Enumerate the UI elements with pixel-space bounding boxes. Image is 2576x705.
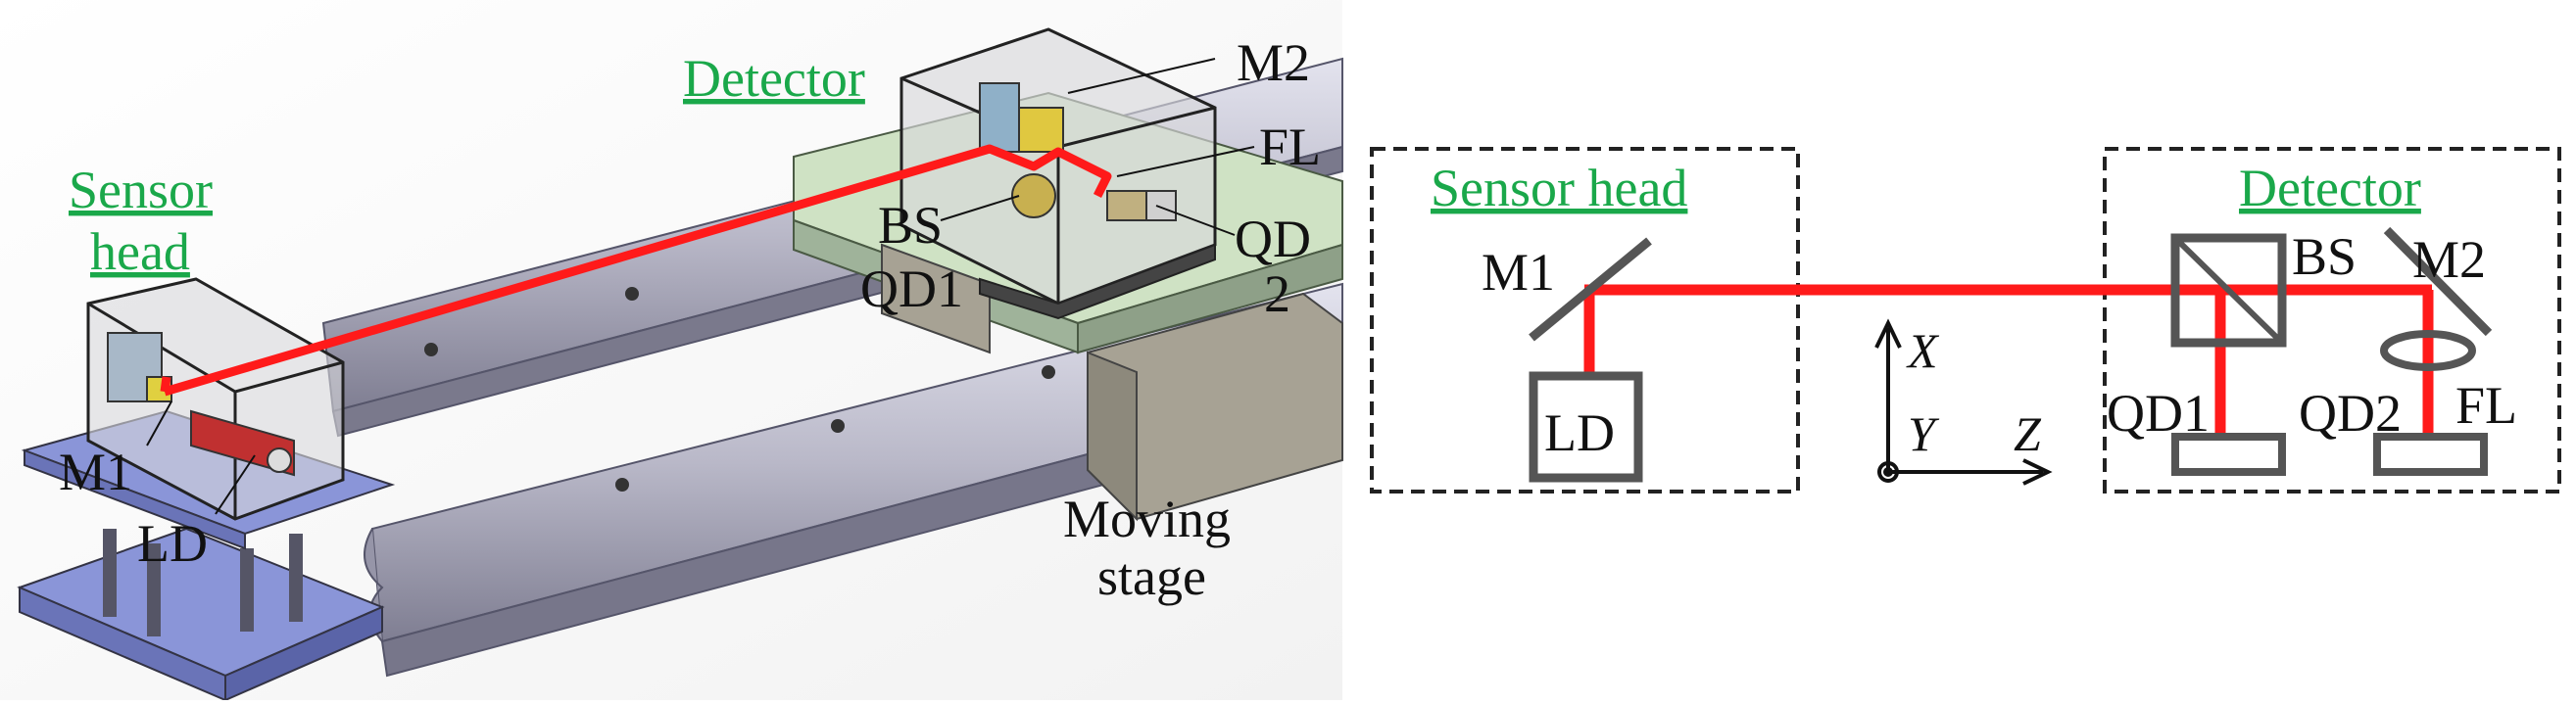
label-bs-3d: BS	[878, 196, 943, 255]
coordinate-axes	[1874, 318, 2053, 486]
label-qd2-line2-3d: 2	[1264, 264, 1290, 323]
sensor-head-base	[17, 409, 396, 702]
laser-beam-3d	[160, 144, 1112, 397]
label-m2-3d: M2	[1237, 33, 1310, 92]
label-m2-schematic: M2	[2412, 230, 2486, 289]
right-panel-schematic: Sensor head Detector M1 LD BS M2 FL	[1370, 147, 2561, 494]
label-ld-3d: LD	[137, 514, 208, 573]
quadrant-detector-qd1-icon	[2171, 433, 2286, 476]
label-qd1-3d: QD1	[860, 259, 963, 318]
label-moving-line2: stage	[1097, 547, 1206, 606]
label-bs-schematic: BS	[2292, 227, 2357, 286]
label-sensor-head-line1: Sensor	[69, 161, 213, 219]
sensor-head-box	[86, 277, 345, 521]
detector-box	[899, 27, 1217, 320]
label-ld-schematic: LD	[1544, 403, 1615, 462]
beam-splitter-icon	[2170, 233, 2287, 348]
label-moving-line1: Moving	[1063, 490, 1231, 548]
mirror-m1-icon	[1529, 237, 1652, 342]
leader-lines	[146, 58, 1255, 515]
label-sensor-head-line2: head	[90, 222, 190, 281]
label-fl-schematic: FL	[2455, 376, 2517, 435]
label-qd1-schematic: QD1	[2107, 384, 2210, 443]
lens-fl-icon	[2380, 330, 2476, 371]
label-fl-3d: FL	[1259, 118, 1321, 176]
sensor-head-frame	[1370, 147, 1800, 494]
mirror-m2-icon	[2383, 226, 2493, 337]
label-m1-3d: M1	[59, 443, 132, 501]
sensor-head-title: Sensor head	[1431, 159, 1687, 217]
detector-frame	[2103, 147, 2561, 494]
label-detector-3d: Detector	[683, 49, 865, 108]
label-m1-schematic: M1	[1482, 243, 1555, 302]
laser-diode-icon	[1529, 371, 1643, 483]
quadrant-detector-qd2-icon	[2373, 433, 2488, 476]
axis-z-label: Z	[2014, 406, 2042, 461]
left-panel-3d-render: Sensor head Detector M2 FL BS QD1 QD 2 M…	[0, 0, 1343, 702]
axis-y-label: Y	[1908, 406, 1940, 461]
axis-x-label: X	[1906, 323, 1940, 378]
label-qd2-schematic: QD2	[2299, 384, 2402, 443]
label-qd2-line1-3d: QD	[1235, 210, 1311, 268]
laser-beam-schematic	[1583, 284, 2434, 437]
detector-title: Detector	[2239, 159, 2421, 217]
